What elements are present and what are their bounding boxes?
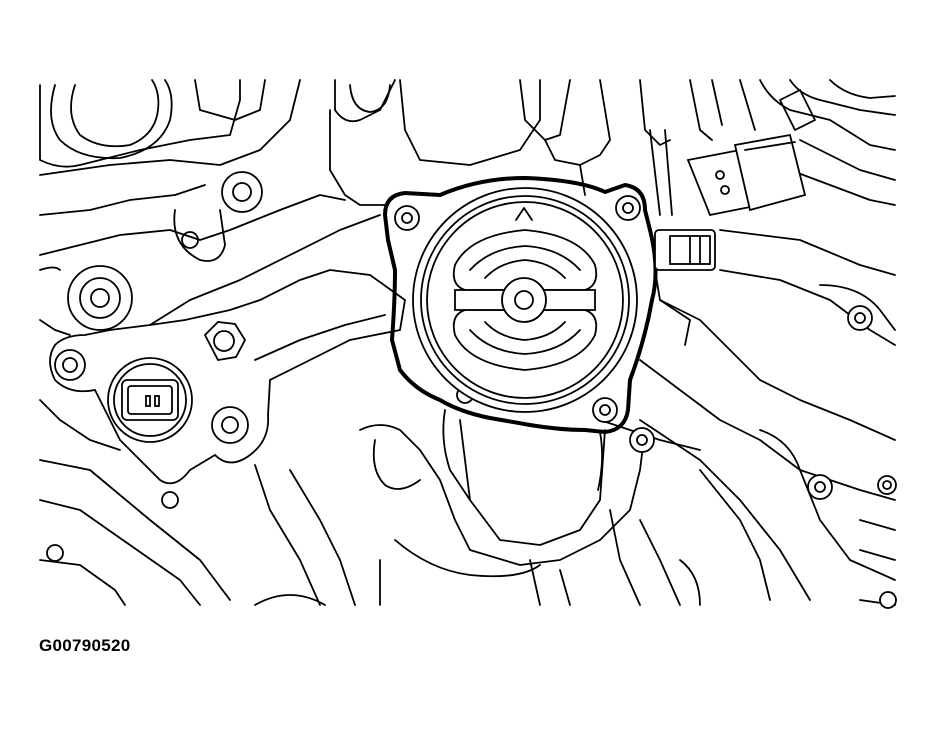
- mounting-bracket: [49, 214, 406, 509]
- hex-nut: [203, 321, 247, 361]
- thermostat-housing: [383, 176, 658, 501]
- background-bolts: [46, 305, 897, 609]
- sensor-connector: [107, 357, 193, 443]
- figure-id-label: G00790520: [39, 636, 131, 655]
- idler-pulleys: [67, 171, 263, 331]
- engine-block-outline: [39, 79, 896, 606]
- temperature-sensor-connector: [654, 89, 816, 346]
